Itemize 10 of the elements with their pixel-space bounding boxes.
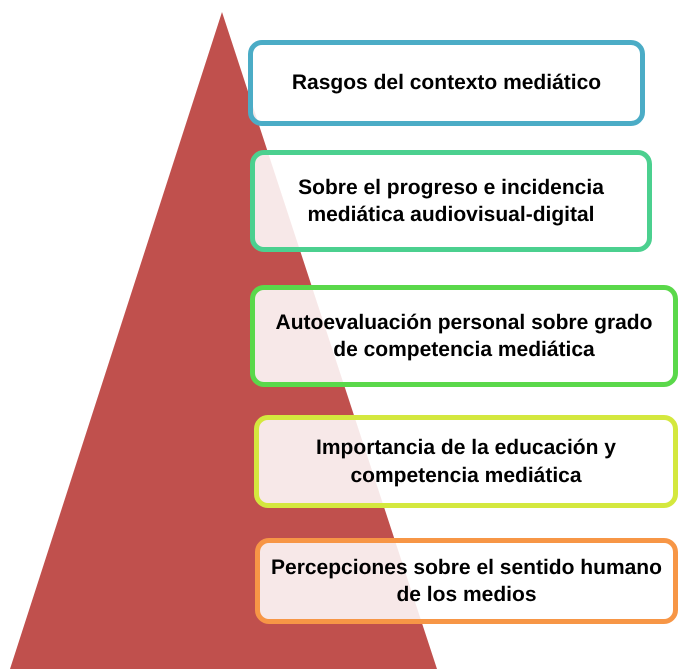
- rounded-box: [250, 285, 678, 387]
- rounded-box: [255, 538, 678, 624]
- box-label: Sobre el progreso e incidencia mediática audiovisual-digital: [297, 174, 605, 228]
- box-label: Autoevaluación personal sobre grado de competencia mediática: [274, 310, 654, 363]
- box-label: Importancia de la educación y competencia mediática: [315, 435, 617, 488]
- rounded-box: [248, 40, 645, 126]
- box-label: Percepciones sobre el sentido humano de los medios: [270, 554, 663, 608]
- rounded-box: [250, 150, 652, 252]
- box-label: Rasgos del contexto mediático: [292, 70, 602, 96]
- rounded-box: [254, 415, 678, 508]
